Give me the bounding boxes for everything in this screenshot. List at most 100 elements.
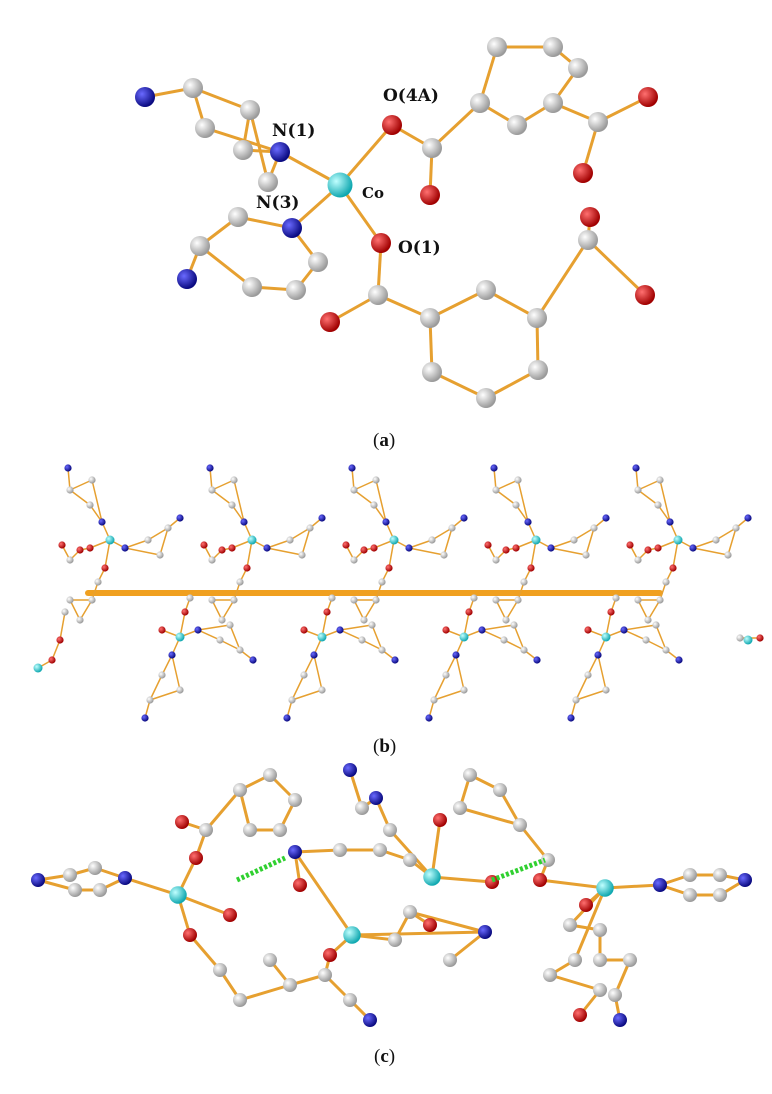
carbon-atom (230, 596, 238, 604)
bond (597, 654, 607, 691)
cobalt-atom (389, 535, 399, 545)
carbon-atom (732, 524, 740, 532)
bottom-repeat-unit (425, 594, 541, 722)
carbon-atom (403, 853, 417, 867)
carbon-atom (470, 93, 490, 113)
carbon-atom (240, 100, 260, 120)
nitrogen-atom (666, 518, 674, 526)
bond (530, 539, 537, 569)
bond (623, 629, 647, 641)
cobalt-atom (327, 172, 353, 198)
carbon-atom (343, 993, 357, 1007)
carbon-atom (208, 486, 216, 494)
cobalt-atom (459, 632, 469, 642)
bond (211, 599, 223, 621)
carbon-atom (298, 551, 306, 559)
bond (294, 848, 341, 854)
carbon-atom (373, 843, 387, 857)
carbon-atom (513, 818, 527, 832)
bond (443, 527, 453, 556)
carbon-atom (487, 37, 507, 57)
bond (655, 624, 667, 651)
carbon-atom (453, 801, 467, 815)
nitrogen-atom (310, 651, 318, 659)
nitrogen-atom (613, 1013, 627, 1027)
cobalt-atom (531, 535, 541, 545)
carbon-atom (403, 905, 417, 919)
carbon-atom (712, 536, 720, 544)
top-repeat-unit (626, 464, 752, 624)
bond (313, 654, 323, 691)
nitrogen-atom (348, 464, 356, 472)
cobalt-atom (601, 632, 611, 642)
carbon-atom (442, 671, 450, 679)
carbon-atom (318, 968, 332, 982)
oxygen-atom (420, 185, 440, 205)
bond (635, 467, 639, 491)
bond (550, 539, 575, 549)
nitrogen-atom (31, 873, 45, 887)
bond (289, 527, 311, 541)
bond (518, 824, 550, 861)
panel-a-coordination-environment (135, 37, 658, 408)
bond (353, 599, 365, 621)
bond (455, 654, 465, 691)
nitrogen-atom (240, 518, 248, 526)
nitrogen-atom (391, 656, 399, 664)
oxygen-atom (635, 285, 655, 305)
oxygen-atom (300, 626, 308, 634)
carbon-atom (642, 636, 650, 644)
carbon-atom (66, 486, 74, 494)
carbon-atom (230, 476, 238, 484)
nitrogen-atom (336, 626, 344, 634)
label-n3: N(3) (256, 193, 299, 213)
bond (291, 674, 305, 701)
carbon-atom (288, 793, 302, 807)
bond (409, 910, 486, 934)
cobalt-atom (673, 535, 683, 545)
carbon-atom (623, 953, 637, 967)
carbon-atom (216, 636, 224, 644)
oxygen-atom (158, 626, 166, 634)
carbon-atom (186, 594, 194, 602)
carbon-atom (430, 696, 438, 704)
bonds (61, 467, 181, 621)
nitrogen-atom (460, 514, 468, 522)
bond (204, 126, 281, 154)
oxygen-atom (218, 546, 226, 554)
bottom-repeat-unit (283, 594, 399, 722)
nitrogen-atom (620, 626, 628, 634)
carbon-atom (662, 646, 670, 654)
bond (513, 624, 525, 651)
oxygen-atom (223, 908, 237, 922)
nitrogen-atom (121, 544, 129, 552)
nitrogen-atom (283, 714, 291, 722)
bond (637, 489, 659, 506)
cobalt-atom (743, 635, 753, 645)
bond (69, 599, 81, 621)
bond (239, 983, 291, 1002)
bond (351, 930, 486, 937)
bonds (286, 597, 396, 719)
carbon-atom (584, 671, 592, 679)
nitrogen-atom (478, 626, 486, 634)
carbon-atom (368, 621, 376, 629)
carbon-atom (572, 696, 580, 704)
oxygen-atom (484, 541, 492, 549)
atoms (484, 464, 610, 624)
bond (79, 599, 93, 621)
bond (291, 689, 323, 701)
bond (573, 527, 595, 541)
oxygen-atom (573, 163, 593, 183)
carbon-atom (63, 868, 77, 882)
panel-c-hydrogen-bonded-packing (31, 763, 752, 1027)
oxygen-atom (669, 564, 677, 572)
bond (587, 654, 599, 676)
label-o4a: O(4A) (383, 86, 439, 106)
carbon-atom (543, 93, 563, 113)
bond (209, 467, 213, 491)
atoms (200, 464, 326, 624)
carbon-atom (372, 476, 380, 484)
atoms (33, 608, 764, 673)
carbon-atom (492, 596, 500, 604)
